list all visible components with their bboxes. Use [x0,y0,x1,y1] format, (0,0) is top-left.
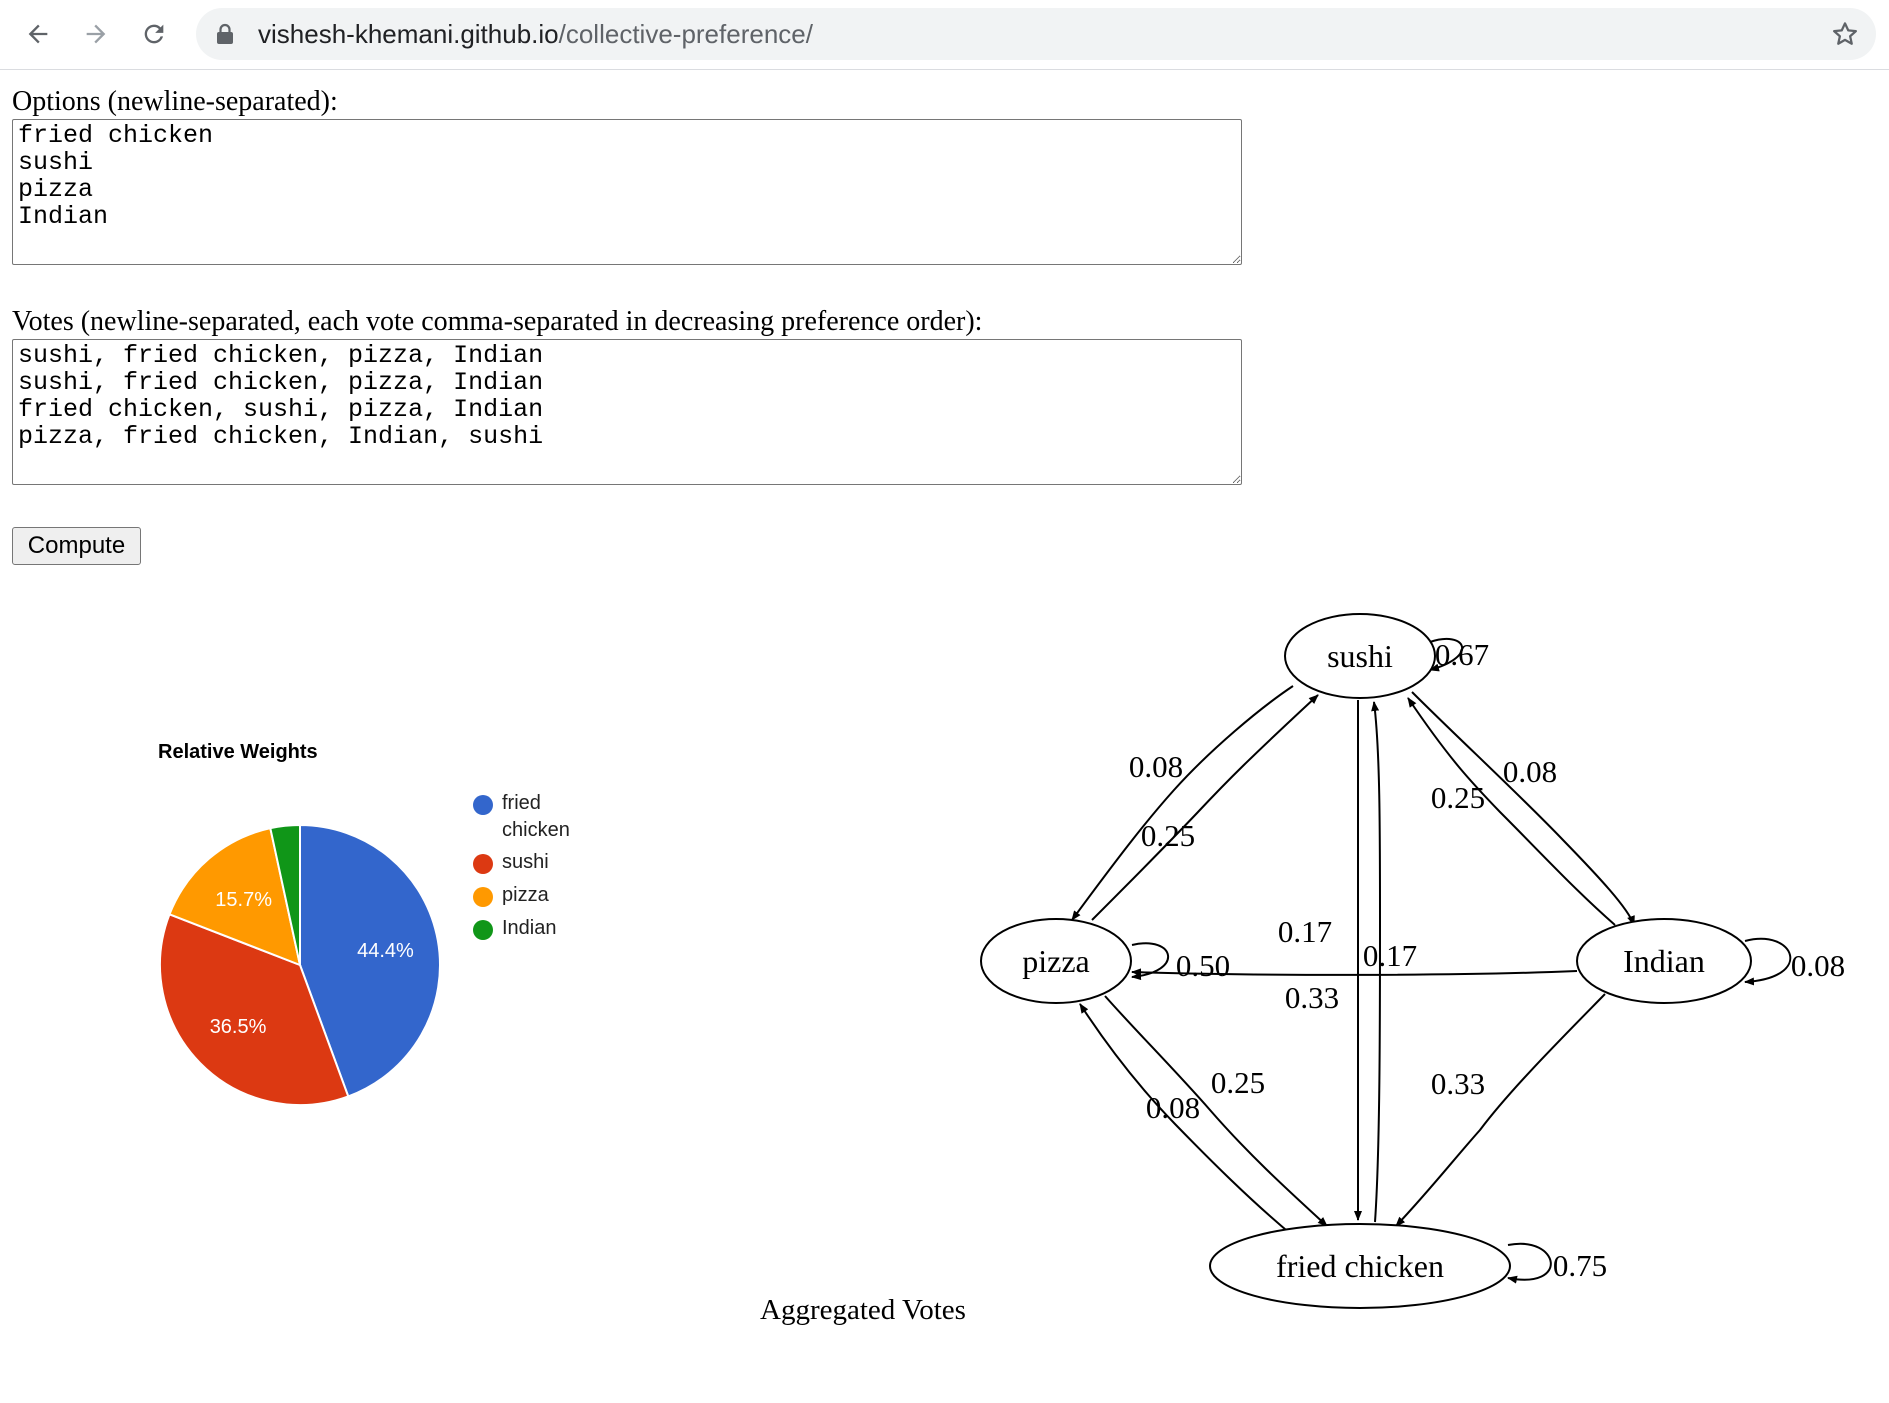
edge-weight-label: 0.75 [1553,1248,1607,1283]
graph-edge [1071,685,1294,921]
legend-label: Indian [502,917,557,939]
graph-edge [1411,691,1635,926]
options-label: Options (newline-separated): [12,86,338,117]
edge-weight-label: 0.33 [1431,1066,1485,1101]
pie-slice-sushi[interactable] [159,912,350,1106]
edge-weight-label: 0.08 [1791,948,1845,983]
legend-color-dot [473,920,493,940]
edge-weight-label: 0.25 [1431,780,1485,815]
options-textarea[interactable] [12,119,1242,265]
graph-node-pizza [980,918,1132,1004]
legend-color-dot [473,795,493,815]
pie-slice-label: 36.5% [210,1016,267,1038]
edge-weight-label: 0.08 [1503,754,1557,789]
edge-weight-label: 0.17 [1363,938,1417,973]
edge-weight-label: 0.67 [1435,637,1489,672]
legend-color-dot [473,854,493,874]
legend-label: pizza [502,884,549,906]
graph-title: Aggregated Votes [760,1294,966,1326]
votes-label: Votes (newline-separated, each vote comm… [12,306,983,337]
reload-icon [144,24,164,44]
forward-button[interactable] [76,14,116,54]
edge-weight-label: 0.33 [1285,980,1339,1015]
graph-edge [1744,937,1792,986]
graph-edge [1395,993,1606,1227]
preference-graph: 0.67 0.08 0.25 0.25 0.08 0.50 0.17 0.17 0.33 0.08… [980,613,1845,1309]
pie-slice-pizza[interactable] [168,826,302,967]
legend-color-dot [473,887,493,907]
pie-slice-label: 15.7% [215,889,272,911]
url-path: /collective-preference/ [558,19,813,49]
pie-chart: 44.4% 36.5% 15.7% [159,823,441,1106]
legend-item[interactable]: Indian [473,917,582,942]
graph-node-fried-chicken [1209,1223,1511,1309]
graph-edge [1507,1242,1552,1284]
edge-weight-label: 0.08 [1129,749,1183,784]
pie-slice-fried-chicken[interactable] [299,823,441,1098]
graph-edge [1104,995,1328,1227]
graph-node-sushi [1284,613,1436,699]
lock-icon [217,23,233,44]
reload-button[interactable] [134,14,174,54]
graph-node-label: fried chicken [1276,1248,1444,1284]
browser-toolbar: vishesh-khemani.github.io/collective-pre… [0,0,1889,70]
graph-node-label: sushi [1327,638,1393,674]
edge-weight-label: 0.50 [1176,948,1230,983]
legend-item[interactable]: pizza [473,884,582,909]
back-arrow-icon [28,24,48,44]
graph-node-indian [1576,918,1752,1004]
graph-node-label: pizza [1022,943,1090,979]
star-icon[interactable] [1830,19,1860,49]
legend-label: fried chicken [502,792,570,841]
graph-edge [1079,1003,1293,1236]
back-button[interactable] [18,14,58,54]
compute-button[interactable]: Compute [12,527,141,565]
graph-edge [1429,637,1464,672]
edge-weight-label: 0.25 [1141,818,1195,853]
url-host: vishesh-khemani.github.io [258,19,559,49]
legend-item[interactable]: sushi [473,851,582,876]
graph-edge [1131,968,1578,977]
votes-textarea[interactable] [12,339,1242,485]
edge-weight-label: 0.08 [1146,1090,1200,1125]
edge-weight-label: 0.25 [1211,1065,1265,1100]
graph-edge [1407,697,1616,926]
graph-edge [1131,942,1169,981]
forward-arrow-icon [86,24,106,44]
graph-edge [1371,701,1381,1223]
graph-node-label: Indian [1623,943,1705,979]
legend-item[interactable]: fried chicken [473,792,582,844]
edge-weight-label: 0.17 [1278,914,1332,949]
graph-edge [1091,694,1319,921]
pie-chart-title: Relative Weights [158,741,318,763]
pie-slice-label: 44.4% [357,940,414,962]
pie-slice-indian[interactable] [269,823,301,966]
legend-label: sushi [502,851,549,873]
url-text[interactable]: vishesh-khemani.github.io/collective-pre… [258,8,813,60]
address-bar[interactable]: vishesh-khemani.github.io/collective-pre… [196,8,1876,60]
